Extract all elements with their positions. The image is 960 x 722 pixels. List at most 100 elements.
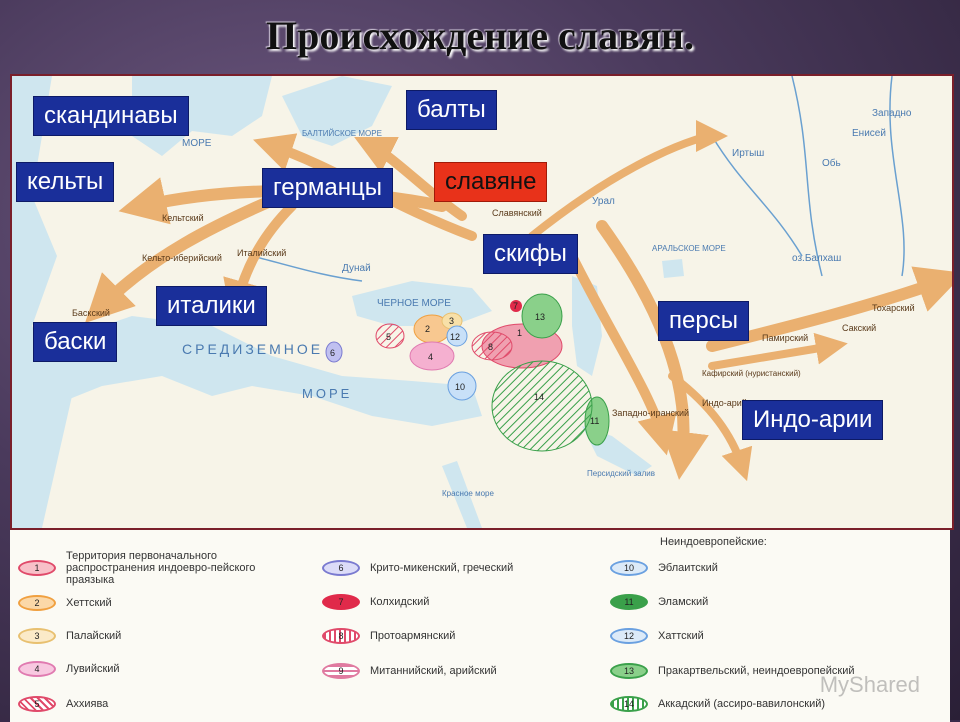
legend-swatch-2: 2 — [18, 595, 56, 611]
river-ob — [791, 76, 823, 277]
legend-item-5: 5 Аххиява — [18, 696, 108, 712]
map-text-baltic: БАЛТИЙСКОЕ МОРЕ — [302, 129, 382, 138]
legend-item-4: 4 Лувийский — [18, 661, 120, 677]
legend-text-10: Эблаитский — [658, 562, 718, 574]
legend-text-2: Хеттский — [66, 597, 112, 609]
river-danube — [251, 255, 363, 282]
area-num-13: 13 — [535, 312, 545, 322]
legend-swatch-4: 4 — [18, 661, 56, 677]
slide-title: Происхождение славян. — [266, 13, 694, 58]
legend-swatch-7: 7 — [322, 594, 360, 610]
area-num-5: 5 — [386, 332, 391, 342]
map-text-med-1: СРЕДИЗЕМНОЕ — [182, 341, 323, 357]
label-basques: баски — [33, 322, 118, 362]
area-num-8: 8 — [488, 342, 493, 352]
area-6 — [325, 341, 343, 363]
legend-swatch-3: 3 — [18, 628, 56, 644]
watermark: MyShared — [819, 672, 920, 697]
map-text-balkhash: оз.Балхаш — [792, 253, 841, 264]
legend-text-9: Митаннийский, арийский — [370, 665, 497, 677]
legend-text-7: Колхидский — [370, 596, 430, 608]
area-num-6: 6 — [330, 348, 335, 358]
map-text-danube: Дунай — [342, 263, 371, 274]
map-text-celto-iber: Кельто-иберийский — [142, 253, 222, 263]
legend-text-5: Аххиява — [66, 698, 109, 710]
area-10 — [447, 371, 477, 401]
legend-swatch-6: 6 — [322, 560, 360, 576]
area-num-12: 12 — [450, 332, 460, 342]
area-num-10: 10 — [455, 382, 465, 392]
baltic-sea — [282, 76, 392, 146]
label-indo-aryans: Индо-арии — [742, 400, 884, 440]
label-scandinavians: скандинавы — [33, 96, 189, 136]
red-sea — [442, 461, 482, 528]
map-text-kafir: Кафирский (нуристанский) — [702, 369, 801, 378]
legend-text-13: Пракартвельский, неиндоевропейский — [658, 665, 855, 677]
map-area: ЧЕРНОЕ МОРЕ СРЕДИЗЕМНОЕ МОРЕ Дунай Урал … — [10, 74, 954, 530]
label-slavs: славяне — [434, 162, 548, 202]
area-14 — [491, 360, 593, 452]
legend-item-8: 8 Протоармянский — [322, 628, 455, 644]
area-num-14: 14 — [534, 392, 544, 402]
legend-swatch-9: 9 — [322, 663, 360, 679]
area-12 — [446, 325, 468, 347]
map-text-italic: Италийский — [237, 248, 286, 258]
legend-swatch-12: 12 — [610, 628, 648, 644]
area-8 — [471, 331, 513, 361]
label-scythians: скифы — [483, 234, 578, 274]
legend-swatch-10: 10 — [610, 560, 648, 576]
area-num-4: 4 — [428, 352, 433, 362]
historical-map: ЧЕРНОЕ МОРЕ СРЕДИЗЕМНОЕ МОРЕ Дунай Урал … — [12, 76, 952, 528]
legend-swatch-13: 13 — [610, 663, 648, 679]
label-germans: германцы — [262, 168, 394, 208]
map-text-north-sea: МОРЕ — [182, 138, 212, 149]
language-areas — [325, 293, 610, 452]
legend-swatch-5: 5 — [18, 696, 56, 712]
map-text-tocharian: Тохарский — [872, 303, 915, 313]
map-text-slavic: Славянский — [492, 208, 542, 218]
area-num-1: 1 — [517, 328, 522, 338]
label-persians: персы — [658, 301, 749, 341]
legend-text-6: Крито-микенский, греческий — [370, 562, 514, 574]
label-celts: кельты — [16, 162, 115, 202]
legend-header: Неиндоевропейские: — [660, 536, 767, 548]
map-text-yenisei: Енисей — [852, 128, 886, 139]
legend-item-2: 2 Хеттский — [18, 595, 112, 611]
map-text-ural: Урал — [592, 196, 615, 207]
legend-text-4: Лувийский — [66, 663, 120, 675]
map-text-zap-sib: Западно — [872, 108, 912, 119]
area-7 — [510, 300, 522, 312]
legend-text-8: Протоармянский — [370, 630, 456, 642]
atlantic-ocean — [12, 76, 72, 528]
legend-item-10: 10 Эблаитский — [610, 560, 718, 576]
legend-text-14: Аккадский (ассиро-вавилонский) — [658, 698, 826, 710]
area-num-11: 11 — [590, 416, 599, 426]
map-text-west-iranian: Западно-иранский — [612, 408, 689, 418]
legend-text-11: Эламский — [658, 596, 709, 608]
area-num-2: 2 — [425, 324, 430, 334]
legend-swatch-14: 14 — [610, 696, 648, 712]
map-legend: Неиндоевропейские: 1 Территория первонач… — [10, 528, 950, 722]
area-13 — [521, 293, 563, 339]
map-text-aral: АРАЛЬСКОЕ МОРЕ — [652, 244, 726, 253]
area-4 — [409, 341, 455, 371]
map-text-saka: Сакский — [842, 323, 876, 333]
map-text-persian-gulf: Персидский залив — [587, 469, 655, 478]
legend-item-6: 6 Крито-микенский, греческий — [322, 560, 513, 576]
aral-sea — [662, 259, 684, 278]
map-text-black-sea: ЧЕРНОЕ МОРЕ — [377, 298, 451, 309]
legend-swatch-11: 11 — [610, 594, 648, 610]
area-num-3: 3 — [449, 316, 454, 326]
legend-item-14: 14 Аккадский (ассиро-вавилонский) — [610, 696, 825, 712]
area-num-7: 7 — [513, 301, 518, 311]
mediterranean-sea — [42, 316, 482, 426]
legend-item-3: 3 Палайский — [18, 628, 121, 644]
legend-item-7: 7 Колхидский — [322, 594, 429, 610]
legend-text-12: Хаттский — [658, 630, 704, 642]
area-5 — [375, 323, 405, 349]
legend-item-9: 9 Митаннийский, арийский — [322, 663, 497, 679]
river-yenisei — [889, 76, 905, 277]
legend-text-1: Территория первоначального распространен… — [66, 550, 256, 586]
map-text-indo-aryan: Индо-арий — [702, 398, 747, 408]
legend-item-1: 1 Территория первоначального распростран… — [18, 550, 298, 586]
